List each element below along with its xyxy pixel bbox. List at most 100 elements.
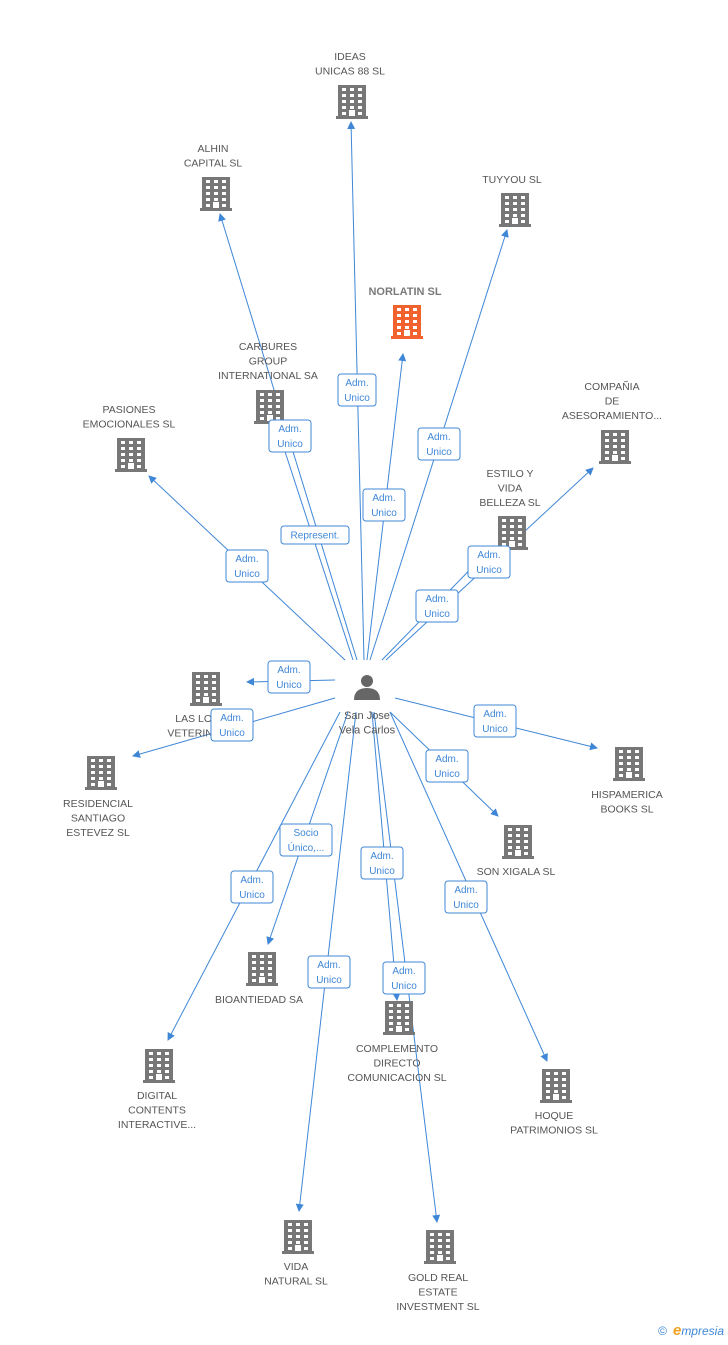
relation-box — [417, 427, 461, 461]
company-node-bioantiedad[interactable]: BIOANTIEDAD SA — [215, 952, 303, 1006]
relation-text: Unico — [234, 569, 260, 580]
tuyyou-building-icon — [499, 193, 531, 227]
relation-box — [415, 589, 459, 623]
company-label-residencial: ESTEVEZ SL — [66, 827, 130, 839]
company-label-carbures: INTERNATIONAL SA — [218, 370, 318, 382]
company-label-digital: INTERACTIVE... — [118, 1119, 196, 1131]
company-node-complemento[interactable]: COMPLEMENTO DIRECTO COMUNICACION SL — [347, 1001, 447, 1084]
ideas-building-icon — [336, 85, 368, 119]
norlatin-building-icon — [391, 305, 423, 339]
relation-label-bioantiedad[interactable]: SocioÚnico,... — [279, 823, 333, 857]
relation-label-pasiones[interactable]: Adm.Unico — [225, 549, 269, 583]
relation-box — [425, 749, 469, 783]
relation-label-vida[interactable]: Adm.Unico — [307, 955, 351, 989]
relation-box — [225, 549, 269, 583]
relation-box — [362, 488, 406, 522]
relation-labels-layer: Adm.UnicoAdm.UnicoRepresent.Adm.UnicoAdm… — [210, 373, 517, 995]
relation-label-compania[interactable]: Adm.Unico — [467, 545, 511, 579]
relation-label-estilo[interactable]: Adm.Unico — [415, 589, 459, 623]
company-node-digital[interactable]: DIGITALCONTENTSINTERACTIVE... — [118, 1049, 196, 1131]
company-label-hoque: HOQUE — [535, 1110, 574, 1122]
relation-text: Unico — [391, 981, 417, 992]
relation-label-residencial[interactable]: Adm.Unico — [210, 708, 254, 742]
relation-box — [337, 373, 377, 407]
relation-text: Adm. — [427, 432, 450, 443]
relation-label-laslomas[interactable]: Adm.Unico — [267, 660, 311, 694]
relation-text: Unico — [434, 769, 460, 780]
relation-label-alhin[interactable]: Adm.Unico — [268, 419, 312, 453]
relation-box — [307, 955, 351, 989]
company-node-compania[interactable]: COMPAÑIADEASESORAMIENTO... — [562, 380, 662, 464]
relation-label-gold[interactable]: Adm. Unico — [382, 961, 426, 995]
company-label-residencial: SANTIAGO — [71, 813, 125, 825]
relation-label-digital[interactable]: Adm. Unico — [230, 870, 274, 904]
company-node-pasiones[interactable]: PASIONES EMOCIONALES SL — [83, 404, 176, 472]
company-label-complemento: DIRECTO — [373, 1058, 420, 1070]
relation-text: Unico — [369, 866, 395, 877]
relation-box — [210, 708, 254, 742]
relation-text: Adm. — [372, 493, 395, 504]
relation-label-ideas[interactable]: Adm.Unico — [337, 373, 377, 407]
estilo-building-icon — [496, 516, 528, 550]
compania-building-icon — [599, 430, 631, 464]
company-label-gold: GOLD REAL — [408, 1272, 468, 1284]
relation-text: Unico — [344, 393, 370, 404]
hispamerica-building-icon — [613, 747, 645, 781]
relation-text: Socio — [293, 828, 318, 839]
company-label-bioantiedad: BIOANTIEDAD SA — [215, 994, 303, 1006]
company-node-sonxigala[interactable]: SON XIGALA SL — [477, 825, 556, 878]
relation-text: Adm. — [483, 709, 506, 720]
company-label-hispamerica: HISPAMERICA — [591, 789, 663, 801]
relation-label-carbures[interactable]: Represent. — [280, 525, 350, 545]
alhin-building-icon — [200, 177, 232, 211]
relation-label-hispamerica[interactable]: Adm. Unico — [473, 704, 517, 738]
relation-box — [230, 870, 274, 904]
relation-text: Adm. — [392, 966, 415, 977]
relation-box — [267, 660, 311, 694]
relation-text: Adm. — [425, 594, 448, 605]
relation-text: Unico — [482, 724, 508, 735]
company-label-complemento: COMPLEMENTO — [356, 1043, 438, 1055]
relation-label-complemento[interactable]: Adm.Unico — [360, 846, 404, 880]
footer-brand[interactable]: ©empresia — [658, 1322, 724, 1339]
copyright-icon: © — [658, 1324, 667, 1338]
relation-label-sonxigala[interactable]: Adm.Unico — [425, 749, 469, 783]
relation-box — [360, 846, 404, 880]
relation-box — [268, 419, 312, 453]
company-label-carbures: CARBURES — [239, 341, 297, 353]
company-node-norlatin[interactable]: NORLATIN SL — [368, 286, 442, 339]
company-label-complemento: COMUNICACION SL — [347, 1072, 446, 1084]
relation-text: Unico — [371, 508, 397, 519]
company-label-compania: DE — [605, 396, 620, 408]
relation-text: Adm. — [240, 875, 263, 886]
digital-building-icon — [143, 1049, 175, 1083]
company-label-pasiones: EMOCIONALES SL — [83, 419, 176, 431]
residencial-building-icon — [85, 756, 117, 790]
company-label-sonxigala: SON XIGALA SL — [477, 866, 556, 878]
relation-label-hoque[interactable]: Adm.Unico — [444, 880, 488, 914]
company-node-tuyyou[interactable]: TUYYOU SL — [482, 174, 542, 227]
relation-text: Unico — [277, 439, 303, 450]
person-name: San Jose — [344, 710, 390, 722]
relation-text: Unico — [426, 447, 452, 458]
relation-label-tuyyou[interactable]: Adm. Unico — [417, 427, 461, 461]
bioantiedad-building-icon — [246, 952, 278, 986]
person-icon — [354, 675, 380, 700]
company-label-alhin: ALHIN — [198, 143, 229, 155]
brand-name: mpresia — [681, 1324, 724, 1338]
company-label-pasiones: PASIONES — [103, 404, 156, 416]
relation-text: Unico — [239, 890, 265, 901]
company-label-tuyyou: TUYYOU SL — [482, 174, 542, 186]
relation-label-norlatin[interactable]: Adm. Unico — [362, 488, 406, 522]
